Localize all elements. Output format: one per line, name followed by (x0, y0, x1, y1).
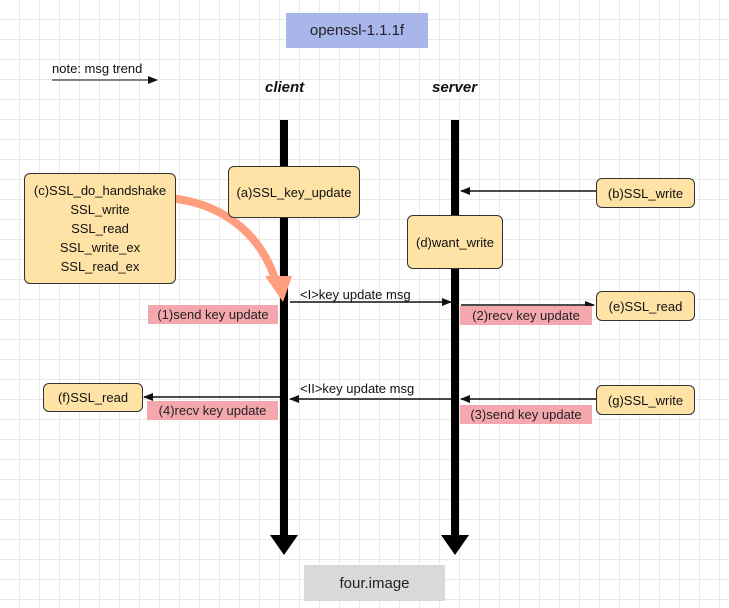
message-2-label: <II>key update msg (300, 381, 415, 396)
actor-client: client (265, 79, 305, 96)
box-c-handshake-functions: (c)SSL_do_handshake SSL_write SSL_read S… (24, 173, 176, 284)
label-4-recv-key-update: (4)recv key update (147, 401, 278, 420)
box-g-ssl-write: (g)SSL_write (596, 385, 695, 415)
diagram-title: openssl-1.1.1f (286, 13, 428, 48)
box-c-line-5: SSL_read_ex (60, 259, 140, 274)
actor-server: server (432, 79, 478, 96)
curved-arrow (173, 195, 280, 286)
server-lifeline-arrowhead (441, 535, 469, 555)
box-d-want-write: (d)want_write (407, 215, 503, 269)
note-label: note: msg trend (52, 61, 143, 76)
footer-label: four.image (304, 565, 445, 601)
box-a-ssl-key-update: (a)SSL_key_update (228, 166, 360, 218)
box-c-line-2: SSL_write (70, 202, 130, 217)
message-1-label: <I>key update msg (300, 287, 411, 302)
box-c-line-3: SSL_read (71, 221, 129, 236)
label-2-recv-key-update: (2)recv key update (460, 306, 592, 325)
box-c-line-4: SSL_write_ex (59, 240, 141, 255)
box-c-line-1: (c)SSL_do_handshake (33, 183, 167, 198)
label-1-send-key-update: (1)send key update (148, 305, 278, 324)
label-3-send-key-update: (3)send key update (460, 405, 592, 424)
box-e-ssl-read: (e)SSL_read (596, 291, 695, 321)
curved-arrow-head (265, 276, 292, 302)
box-b-ssl-write: (b)SSL_write (596, 178, 695, 208)
client-lifeline-arrowhead (270, 535, 298, 555)
box-f-ssl-read: (f)SSL_read (43, 383, 143, 412)
